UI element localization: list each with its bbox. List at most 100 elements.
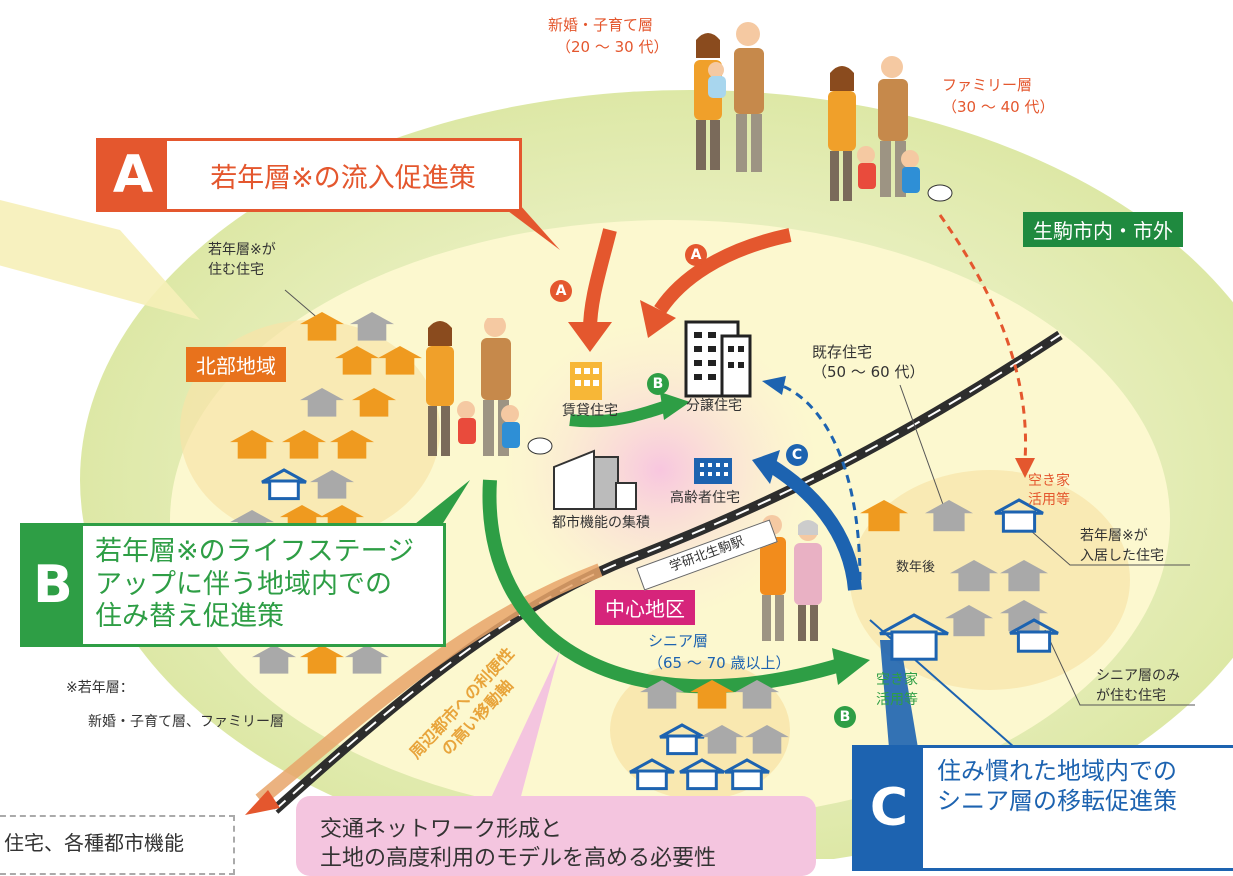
house-icon xyxy=(300,645,344,674)
callout-a-letter: A xyxy=(99,141,167,209)
newlywed-group-age: （20 ～ 30 代） xyxy=(556,38,669,56)
house-icon xyxy=(300,388,344,417)
pink-note-tail xyxy=(490,650,560,800)
left-pale-callout xyxy=(0,200,200,320)
vacant-top-label-1: 空き家 xyxy=(1028,473,1070,489)
existing-home-age: （50 ～ 60 代） xyxy=(812,363,925,381)
callout-c-tail xyxy=(880,640,920,760)
arrow-a-family-head xyxy=(640,300,676,338)
callout-a: A 若年層※の流入促進策 xyxy=(96,138,522,212)
center-area-tag: 中心地区 xyxy=(595,590,695,625)
house-icon xyxy=(950,560,998,592)
elderly-home-building-icon xyxy=(694,458,732,484)
newlywed-group-label: 新婚・子育て層 xyxy=(548,16,654,34)
outside-area-tag: 生駒市内・市外 xyxy=(1023,212,1183,247)
house-icon xyxy=(640,680,684,709)
callout-b-text: 若年層※のライフステージ アップに伴う地域内での 住み替え促進策 xyxy=(95,536,415,633)
footnote-title: ※若年層： xyxy=(66,680,134,696)
senior-couple-icon xyxy=(760,515,822,641)
leader-senior-only xyxy=(1044,629,1195,706)
young-home-label-1: 若年層※が xyxy=(208,242,276,258)
house-icon xyxy=(994,498,1044,533)
house-icon xyxy=(300,312,344,341)
years-later-label: 数年後 xyxy=(896,560,936,575)
arrow-b-east-head xyxy=(832,648,870,685)
house-icon xyxy=(335,346,379,375)
young-home-label-2: 住む住宅 xyxy=(208,262,264,278)
house-icon xyxy=(860,500,908,532)
leader-young-home xyxy=(284,289,321,321)
callout-c-text: 住み慣れた地域内での シニア層の移転促進策 xyxy=(937,757,1177,815)
arrow-family-to-vacant-head xyxy=(1015,458,1035,478)
young-moved-label-2: 入居した住宅 xyxy=(1080,548,1164,564)
arrow-existing-dashed-head xyxy=(762,376,786,395)
senior-group-label: シニア層 xyxy=(648,632,709,650)
dashed-note: 住宅、各種都市機能 xyxy=(0,815,235,875)
arrow-a-family xyxy=(654,228,792,315)
condo-label: 分譲住宅 xyxy=(686,398,742,414)
family-group-age: （30 ～ 40 代） xyxy=(942,98,1055,116)
leader-young-moved xyxy=(1029,529,1190,566)
house-icon xyxy=(724,758,770,791)
senior-group-age: （65 ～ 70 歳以上） xyxy=(648,654,791,672)
house-icon xyxy=(745,725,789,754)
house-icon xyxy=(1000,560,1048,592)
house-icon xyxy=(330,430,374,459)
badge-a: A xyxy=(550,280,572,302)
badge-a: A xyxy=(685,244,707,266)
family-group-label: ファミリー層 xyxy=(942,76,1033,94)
callout-a-tail xyxy=(500,205,560,250)
arrow-b-rental-head xyxy=(660,392,690,420)
house-icon xyxy=(282,430,326,459)
house-icon xyxy=(252,645,296,674)
house-icon xyxy=(925,500,973,532)
elderly-home-label: 高齢者住宅 xyxy=(670,490,740,506)
house-icon xyxy=(659,723,705,756)
rental-label: 賃貸住宅 xyxy=(562,403,618,419)
arrow-a-newlywed-head xyxy=(568,322,612,352)
family-icon xyxy=(694,22,764,172)
arrow-family-to-vacant xyxy=(938,214,1028,461)
callout-c-letter: C xyxy=(855,748,923,868)
family-icon xyxy=(828,56,953,202)
house-icon xyxy=(310,470,354,499)
house-icon xyxy=(261,468,307,501)
young-moved-label-1: 若年層※が xyxy=(1080,528,1148,544)
existing-home-label: 既存住宅 xyxy=(812,343,873,361)
rental-building-icon xyxy=(570,362,602,400)
house-icon xyxy=(945,605,993,637)
mobility-axis-arrowhead xyxy=(245,790,280,815)
urban-cluster-icon xyxy=(553,449,637,510)
pink-note: 交通ネットワーク形成と 土地の高度利用のモデルを高める必要性 xyxy=(296,796,816,876)
north-area-tag: 北部地域 xyxy=(186,347,286,382)
leader-existing xyxy=(899,384,946,511)
arrow-existing-dashed xyxy=(779,383,862,581)
badge-c: C xyxy=(786,444,808,466)
senior-only-label-1: シニア層のみ xyxy=(1096,668,1180,684)
house-icon xyxy=(700,725,744,754)
arrow-a-newlywed xyxy=(583,228,617,331)
arrow-b-rental-to-condo xyxy=(569,399,672,428)
house-icon xyxy=(378,346,422,375)
condo-building-icon xyxy=(684,320,752,398)
railway-line-stripe xyxy=(274,334,1061,811)
vacant-top-label-2: 活用等 xyxy=(1028,492,1070,508)
badge-b: B xyxy=(647,373,669,395)
mobility-axis-band xyxy=(255,563,603,806)
house-icon xyxy=(1000,600,1048,632)
badge-b: B xyxy=(834,706,856,728)
arrow-c-head xyxy=(752,450,780,484)
vacant-bottom-label-2: 活用等 xyxy=(876,692,918,708)
house-icon xyxy=(230,430,274,459)
urban-cluster-label: 都市機能の集積 xyxy=(552,515,650,531)
senior-only-label-2: が住む住宅 xyxy=(1096,688,1166,704)
house-icon xyxy=(345,645,389,674)
callout-b-letter: B xyxy=(23,526,83,644)
callout-a-text: 若年層※の流入促進策 xyxy=(210,162,476,194)
house-icon xyxy=(879,613,949,661)
house-icon xyxy=(735,680,779,709)
callout-b-tail xyxy=(410,480,470,528)
house-icon xyxy=(352,388,396,417)
